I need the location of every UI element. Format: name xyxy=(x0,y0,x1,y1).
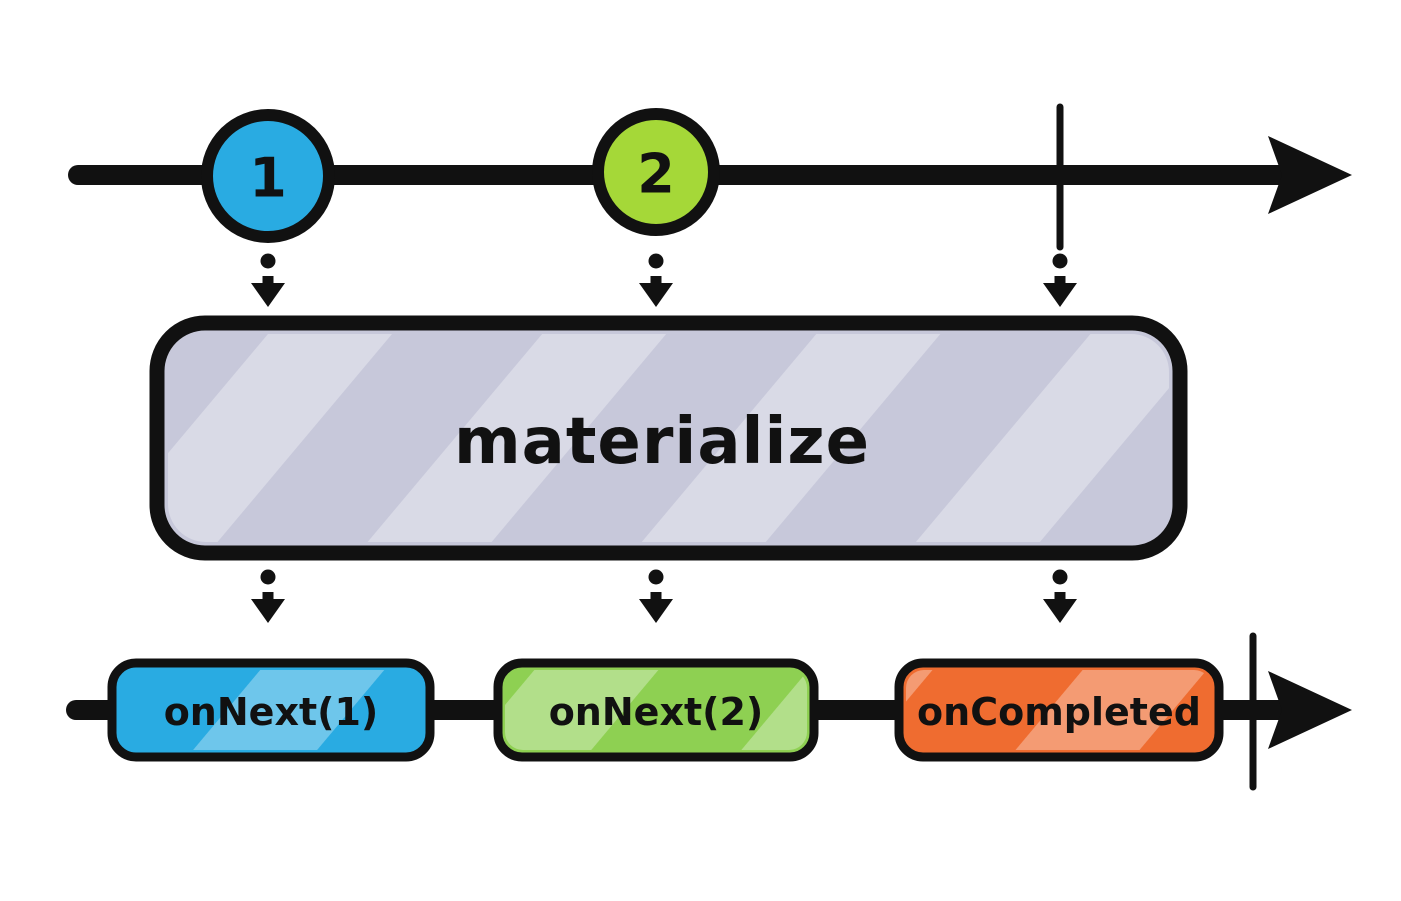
down-arrow-icon xyxy=(639,570,673,624)
output-event-onnext-2: onNext(2) xyxy=(493,658,819,762)
input-timeline: 1 2 xyxy=(68,103,1352,251)
input-event-label-1: 1 xyxy=(249,147,287,210)
output-event-onnext-1: onNext(1) xyxy=(107,658,435,762)
input-timeline-arrowhead-icon xyxy=(1268,136,1352,214)
output-event-label-1: onNext(1) xyxy=(164,690,379,734)
output-event-stripes-2 xyxy=(505,670,807,750)
down-arrow-icon xyxy=(251,570,285,624)
input-to-operator-arrows xyxy=(251,254,1077,308)
down-arrow-icon xyxy=(1043,570,1077,624)
operator-label: materialize xyxy=(454,405,870,479)
output-event-stripes-1 xyxy=(119,670,423,750)
input-event-label-2: 2 xyxy=(637,143,675,206)
operator-to-output-arrows xyxy=(251,570,1077,624)
down-arrow-icon xyxy=(251,254,285,308)
operator-box: materialize xyxy=(149,315,1188,561)
output-timeline: onNext(1) onNext(2) onCompleted xyxy=(66,632,1352,791)
operator-box-stripes xyxy=(168,334,1169,542)
down-arrow-icon xyxy=(639,254,673,308)
output-timeline-arrowhead-icon xyxy=(1268,671,1352,749)
down-arrow-icon xyxy=(1043,254,1077,308)
output-event-stripes-3 xyxy=(906,670,1212,750)
output-event-label-3: onCompleted xyxy=(917,690,1201,734)
input-event-marble-2 xyxy=(592,108,720,236)
output-event-oncompleted: onCompleted xyxy=(894,658,1224,762)
input-event-marble-1 xyxy=(201,109,335,243)
output-event-label-2: onNext(2) xyxy=(549,690,764,734)
